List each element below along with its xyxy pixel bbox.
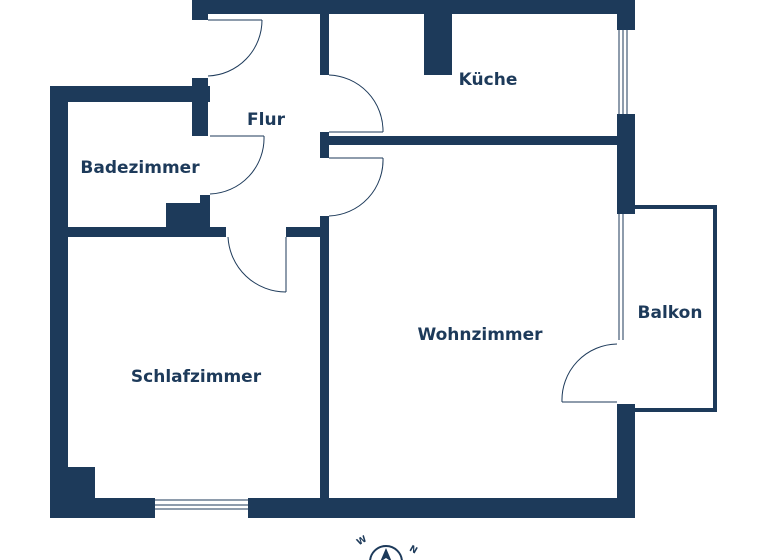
wall-bottom-left	[50, 498, 155, 518]
door-balcony	[561, 343, 618, 403]
walls	[50, 0, 635, 518]
label-balkon: Balkon	[638, 303, 703, 323]
window-balcony	[618, 214, 624, 340]
wall-central-lower	[320, 216, 329, 506]
wall-kitchen-living	[329, 136, 619, 145]
wall-top	[192, 0, 635, 14]
balcony-outline	[627, 205, 717, 412]
wall-bath-bedroom-right	[286, 227, 328, 237]
wall-bottom-right	[248, 498, 635, 518]
label-flur: Flur	[247, 110, 286, 130]
room-labels: Flur Küche Badezimmer Wohnzimmer Balkon …	[80, 70, 702, 387]
wall-flur-left-low	[200, 195, 210, 237]
kitchen-shaft	[424, 0, 452, 75]
compass-needle-icon	[380, 548, 392, 560]
door-bathroom	[209, 135, 265, 195]
compass-west: W	[355, 534, 369, 548]
label-badezimmer: Badezimmer	[80, 158, 200, 178]
wall-bath-top	[50, 86, 210, 102]
wall-bath-bedroom-left	[50, 227, 226, 237]
label-kueche: Küche	[459, 70, 518, 90]
window-bedroom	[155, 499, 248, 510]
doors	[207, 19, 618, 403]
compass-ring-icon	[369, 545, 403, 560]
label-wohnzimmer: Wohnzimmer	[417, 325, 543, 345]
wall-entry-upper	[192, 0, 208, 20]
wall-right-bottom	[617, 404, 635, 518]
door-bedroom	[227, 236, 287, 293]
compass: W N	[355, 534, 419, 560]
window-kitchen	[618, 30, 628, 114]
bedroom-shaft	[68, 467, 95, 498]
windows	[155, 30, 628, 510]
compass-north: N	[407, 544, 419, 556]
door-entry	[207, 19, 263, 77]
door-living	[328, 157, 384, 217]
wall-entry-lower	[192, 78, 208, 136]
wall-right-mid	[617, 114, 635, 214]
wall-central-upper	[320, 0, 329, 75]
bath-shaft	[166, 203, 200, 227]
door-kitchen	[328, 74, 384, 133]
wall-right-top	[617, 0, 635, 30]
wall-central-mid	[320, 132, 329, 158]
wall-left	[50, 86, 68, 518]
label-schlafzimmer: Schlafzimmer	[131, 367, 262, 387]
